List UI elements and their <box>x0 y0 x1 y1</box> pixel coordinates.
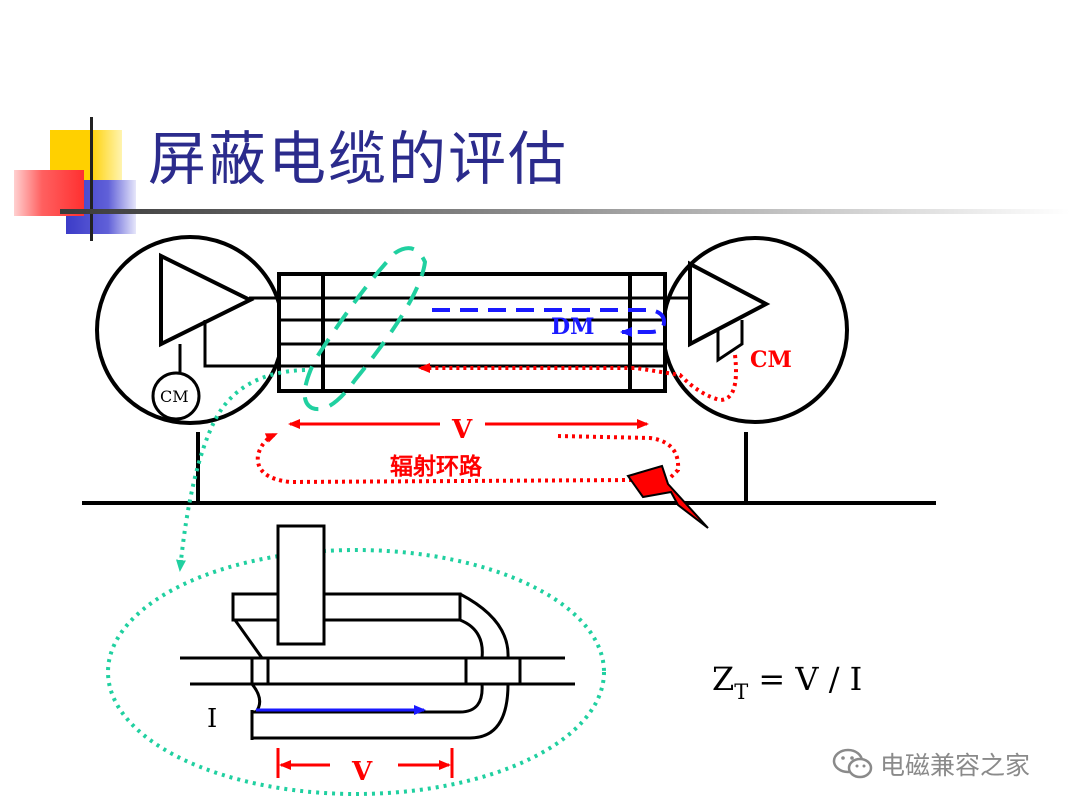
radiating-loop-label: 辐射环路 <box>390 453 483 480</box>
cm-source-label: CM <box>160 387 189 406</box>
cm-label: CM <box>750 347 792 373</box>
detail-v-label: V <box>351 757 373 787</box>
deco-vertical-line <box>90 117 93 241</box>
detail-connector <box>180 524 575 740</box>
dm-label: DM <box>551 314 594 340</box>
formula-rest: = V / I <box>748 660 862 698</box>
dm-current-path <box>432 308 667 337</box>
right-amp-ground-loop <box>716 320 744 363</box>
shield-junction-highlight <box>302 246 428 412</box>
title-rule <box>60 209 1070 214</box>
cm-source <box>151 371 201 421</box>
formula-z: Z <box>712 660 734 698</box>
radiating-loop <box>255 434 681 485</box>
detail-zoom-ellipse <box>106 548 606 796</box>
cable-shield <box>277 272 667 393</box>
transfer-impedance-formula: ZT = V / I <box>712 660 862 704</box>
left-amp-output-loop <box>203 320 279 368</box>
lightning-bolt-icon <box>626 464 709 529</box>
v-label-top: V <box>451 415 473 445</box>
watermark: 电磁兼容之家 <box>832 744 1030 784</box>
slide-title: 屏蔽电缆的评估 <box>148 125 569 193</box>
detail-current-label: I <box>207 704 217 734</box>
wechat-icon <box>832 748 873 779</box>
formula-subscript: T <box>734 680 748 704</box>
watermark-text: 电磁兼容之家 <box>880 751 1031 780</box>
right-amplifier <box>688 260 771 348</box>
deco-red-square <box>14 170 84 216</box>
zoom-pointer-arrow <box>176 368 306 572</box>
